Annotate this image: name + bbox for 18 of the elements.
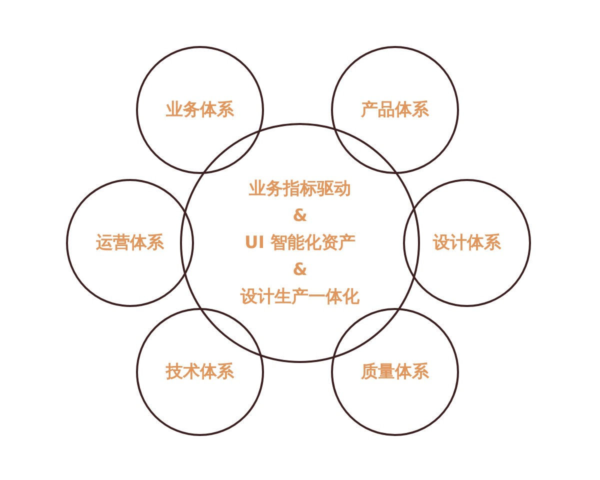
circle-label: 设计生产一体化 xyxy=(240,286,360,308)
circle-label: & xyxy=(292,258,308,282)
circle-label: 业务指标驱动 xyxy=(249,178,351,200)
circle xyxy=(180,123,420,363)
circle xyxy=(403,179,531,307)
circle xyxy=(136,308,264,436)
circle-label: 运营体系 xyxy=(96,232,164,254)
circle xyxy=(66,179,194,307)
circle xyxy=(331,46,459,174)
circle-label: 产品体系 xyxy=(361,98,429,122)
circle xyxy=(331,308,459,436)
circle-label: 设计体系 xyxy=(433,232,501,254)
circle-label: & xyxy=(292,204,308,228)
circle-label: 业务体系 xyxy=(166,98,234,122)
circle-label: UI 智能化资产 xyxy=(244,232,356,254)
circle xyxy=(136,46,264,174)
circle-label: 质量体系 xyxy=(361,360,429,384)
circle-label: 技术体系 xyxy=(166,360,234,384)
